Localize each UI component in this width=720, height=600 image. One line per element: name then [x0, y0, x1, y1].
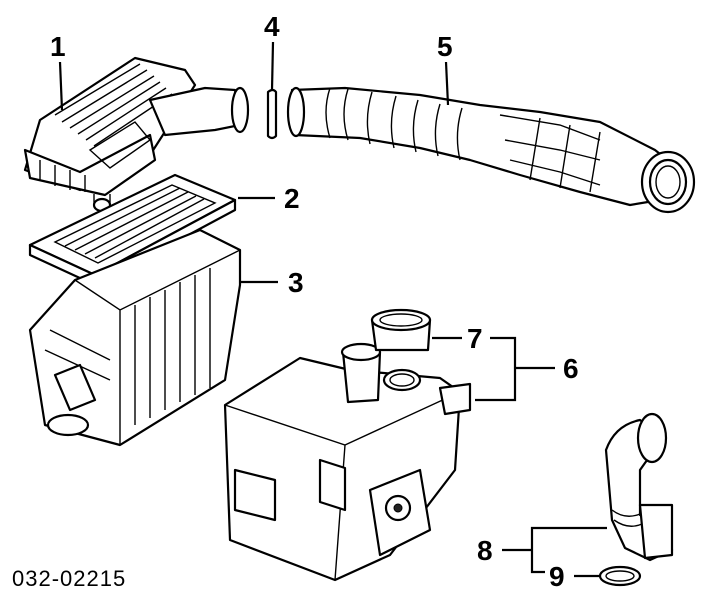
callout-9: 9 [549, 561, 565, 592]
elbow-tube [604, 412, 674, 562]
callout-4: 4 [264, 11, 280, 42]
callout-5: 5 [437, 31, 453, 62]
diagram-part-code: 032-02215 [12, 566, 126, 591]
clamp-ring [266, 88, 278, 140]
air-filter-element [28, 173, 237, 287]
callout-8: 8 [477, 535, 493, 566]
air-cleaner-cover [23, 56, 250, 213]
leader-lines [58, 41, 607, 578]
air-cleaner-case [28, 228, 242, 447]
intake-hose [286, 86, 696, 214]
resonator-grommet [370, 308, 432, 352]
callout-3: 3 [288, 267, 304, 298]
callout-7: 7 [467, 323, 483, 354]
callout-2: 2 [284, 183, 300, 214]
o-ring [598, 565, 642, 587]
resonator-box [223, 342, 472, 582]
callout-1: 1 [50, 31, 66, 62]
callout-6: 6 [563, 353, 579, 384]
